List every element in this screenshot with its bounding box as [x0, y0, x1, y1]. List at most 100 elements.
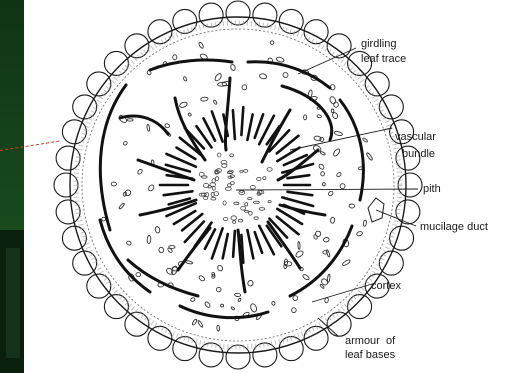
- cortex-cell: [220, 304, 223, 307]
- cortex-cell: [217, 264, 224, 271]
- cortex-cell: [270, 40, 274, 44]
- cortex-cell: [147, 235, 151, 243]
- trace-19: [120, 116, 168, 134]
- vascular-bundle-strand: [255, 114, 263, 138]
- cortex-cell: [304, 115, 307, 120]
- pith-cell: [240, 190, 243, 192]
- cortex-cell: [200, 97, 208, 102]
- cortex-cell: [363, 220, 367, 226]
- vascular-bundle-strand: [241, 107, 243, 135]
- cortex-cell: [314, 230, 321, 237]
- pith-cell: [215, 177, 218, 181]
- cortex-cell: [282, 72, 289, 79]
- label-cortex: cortex: [371, 280, 401, 292]
- pith-cell: [267, 168, 272, 172]
- trace-5: [290, 226, 352, 296]
- pith-cell: [212, 179, 215, 183]
- trace-13: [268, 222, 300, 268]
- pith-cell: [240, 170, 243, 172]
- cortex-cell: [188, 112, 192, 116]
- cortex-cell: [136, 272, 142, 277]
- cortex-cell: [295, 250, 304, 259]
- label-leaf-trace: leaf trace: [361, 53, 406, 65]
- cortex-cell: [198, 42, 204, 49]
- pith-cell: [230, 154, 234, 157]
- cortex-cell: [155, 226, 161, 233]
- cortex-cell: [321, 172, 325, 176]
- cortex-cell: [334, 131, 343, 137]
- cortex-cell: [340, 184, 345, 189]
- pith-cell: [210, 183, 216, 187]
- cortex-cell: [183, 76, 187, 81]
- label-leaf-bases: leaf bases: [345, 349, 396, 361]
- leader-pith: [236, 189, 418, 190]
- cortex-cell: [137, 169, 143, 175]
- cortex-cell: [213, 100, 217, 105]
- vascular-bundle-strand: [282, 197, 313, 206]
- leaf-base-scallop: [62, 226, 86, 250]
- pith-cell: [211, 197, 216, 200]
- diagram-labels: girdling leaf trace vascular bundle pith…: [345, 38, 488, 361]
- leaf-base-scallop: [365, 72, 389, 96]
- vascular-bundle-strand: [223, 234, 228, 258]
- trace-1: [100, 85, 126, 230]
- cortex-cell: [291, 308, 296, 313]
- cortex-cell: [331, 109, 334, 113]
- leader-lines: [236, 48, 418, 336]
- cortex-cell: [318, 163, 325, 170]
- leaf-base-scallop: [226, 1, 250, 25]
- pith-cell: [248, 198, 252, 200]
- cortex-cell: [238, 298, 242, 302]
- pith-cell: [223, 218, 228, 221]
- cortex-cell: [164, 123, 170, 128]
- cortex-cell: [147, 124, 150, 131]
- outer-epidermis: [70, 17, 406, 353]
- cortex-cell: [329, 96, 337, 105]
- vascular-bundle-strand: [288, 192, 313, 195]
- cortex-cell: [190, 297, 195, 302]
- cortex-cell: [217, 325, 220, 331]
- cortex-cell: [124, 189, 132, 197]
- leaf-base-scallop: [62, 120, 86, 144]
- trace-8: [225, 78, 230, 150]
- pith-cell: [254, 201, 260, 203]
- cortex-cell: [179, 101, 188, 108]
- trace-2: [150, 60, 232, 70]
- pith-cell: [245, 203, 248, 206]
- pith-cell: [244, 169, 248, 172]
- cortex-cell: [234, 293, 240, 297]
- pith-cells: [199, 153, 272, 223]
- vascular-bundle-strand: [233, 231, 235, 257]
- cortex-cell: [126, 240, 132, 245]
- pith-cell: [245, 210, 249, 212]
- cortex-cell: [356, 231, 363, 237]
- pith-cell: [249, 211, 253, 215]
- cortex-cell: [159, 247, 165, 253]
- pith-cell: [254, 217, 258, 220]
- leaf-base-scallop: [173, 9, 197, 33]
- cortex-cell: [323, 237, 329, 242]
- cortex-cell: [366, 152, 373, 161]
- vascular-bundle-strand: [255, 232, 262, 253]
- cortex-cell: [330, 217, 335, 223]
- cortex-cell: [214, 73, 223, 82]
- cortex-cell: [127, 119, 133, 121]
- cortex-cell: [216, 287, 221, 291]
- leaf-base-scallop: [104, 295, 128, 319]
- pith-cell: [263, 177, 266, 180]
- pith-cell: [231, 216, 237, 220]
- vascular-bundle-strand: [288, 175, 310, 178]
- cortex-cell: [111, 182, 117, 186]
- pith-cell: [199, 172, 204, 176]
- cortex-cell: [298, 242, 301, 250]
- leaf-base-scallop: [125, 34, 149, 58]
- label-bundle: bundle: [402, 148, 435, 160]
- leaf-base-scallop: [104, 51, 128, 75]
- cortex-cell: [259, 73, 267, 79]
- leaf-base-scallop: [327, 34, 351, 58]
- trace-7: [100, 220, 150, 292]
- cortex-cell: [319, 137, 324, 142]
- label-girdling: girdling: [361, 38, 396, 50]
- leaf-base-scallop: [125, 312, 149, 336]
- leaf-base-scallop: [56, 146, 80, 170]
